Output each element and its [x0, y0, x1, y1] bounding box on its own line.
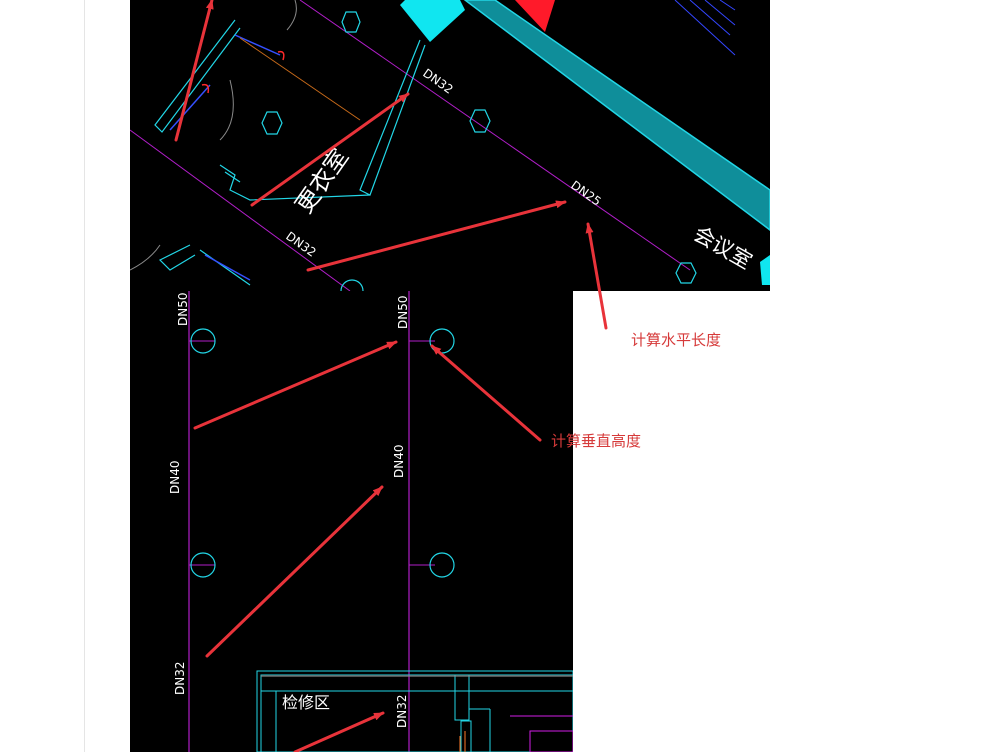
pipe-lines	[130, 0, 691, 291]
cad-riser-bottom-svg: DN50 DN50 DN40 DN40 DN32 DN32 检修区	[168, 291, 573, 752]
riser-left-dn32: DN32	[173, 662, 187, 696]
red-marker	[515, 0, 555, 32]
service-hatch	[261, 675, 573, 677]
cad-plan-top-svg: 更衣室 会议室 DN32 DN25 DN32	[130, 0, 770, 291]
service-detail-magenta	[510, 715, 573, 752]
cyan-block	[400, 0, 465, 42]
outline-curves	[130, 0, 297, 271]
riser-left-dn50: DN50	[176, 293, 190, 327]
page-left-border	[84, 0, 85, 752]
dn-label-a: DN32	[420, 66, 455, 97]
riser-right-dn50: DN50	[396, 296, 410, 330]
fixture-blue	[169, 34, 281, 281]
service-walls	[256, 670, 573, 752]
room-label-meeting: 会议室	[690, 222, 757, 274]
orange-line	[239, 37, 361, 121]
riser-left-dn40: DN40	[168, 461, 182, 495]
dn-label-b: DN25	[568, 178, 603, 209]
wall-corner-cyan	[760, 255, 770, 285]
service-detail-orange	[459, 731, 466, 752]
cad-plan-top: 更衣室 会议室 DN32 DN25 DN32	[130, 0, 770, 291]
riser-pipes	[188, 291, 410, 752]
stair-lines	[674, 0, 736, 56]
fixture-red	[201, 50, 285, 94]
room-label-service: 检修区	[282, 693, 330, 712]
duct-band	[463, 0, 770, 231]
room-label-changing: 更衣室	[290, 143, 354, 218]
annotation-horizontal-length: 计算水平长度	[631, 331, 722, 349]
riser-right-dn40: DN40	[392, 445, 406, 479]
annotation-vertical-height: 计算垂直高度	[551, 432, 642, 450]
riser-sprinklers	[190, 328, 455, 578]
room-walls	[154, 19, 426, 286]
cad-riser-bottom: DN50 DN50 DN40 DN40 DN32 DN32 检修区	[130, 291, 573, 752]
riser-right-dn32: DN32	[395, 695, 409, 729]
